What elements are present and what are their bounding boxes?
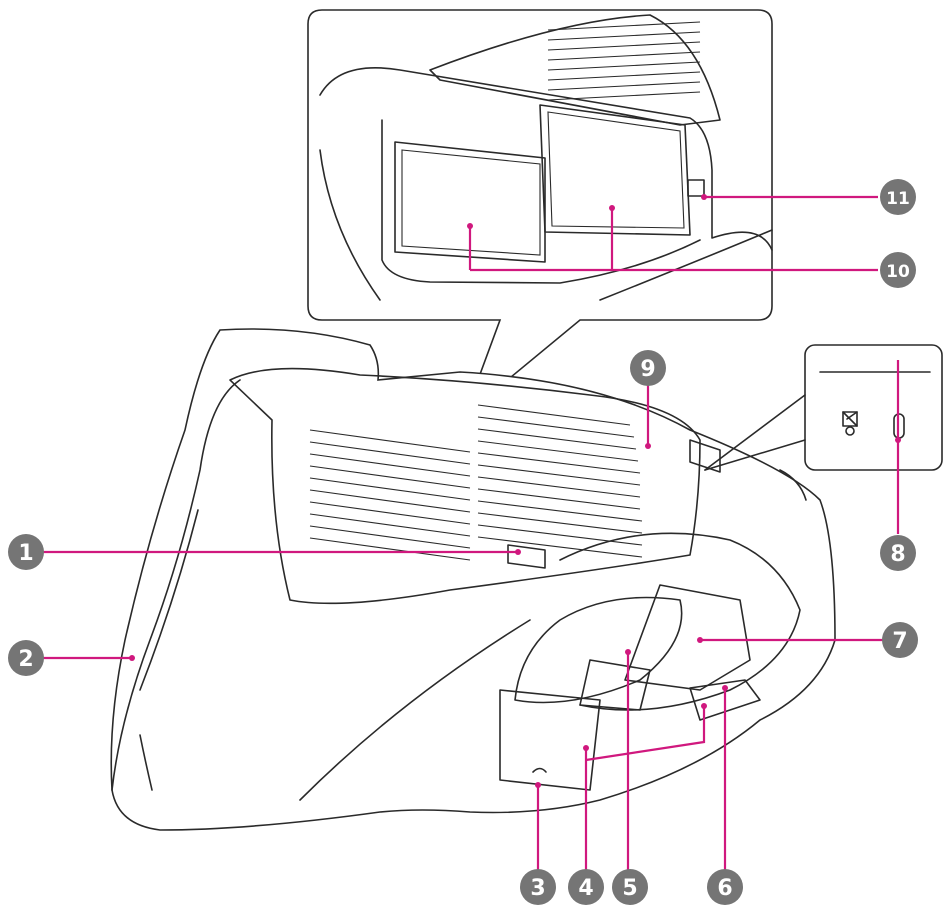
security-lock-icon bbox=[842, 411, 858, 436]
callout-label: 5 bbox=[622, 876, 637, 901]
callout-label: 10 bbox=[886, 262, 910, 282]
callout-4: 4 bbox=[568, 869, 604, 905]
callout-3: 3 bbox=[520, 869, 556, 905]
air-filter-inset bbox=[307, 9, 773, 418]
callout-label: 7 bbox=[892, 629, 907, 654]
callout-2: 2 bbox=[8, 640, 44, 676]
callout-7: 7 bbox=[882, 622, 918, 658]
callout-5: 5 bbox=[612, 869, 648, 905]
left-vent-grille bbox=[309, 429, 471, 561]
callout-label: 4 bbox=[578, 876, 593, 901]
callout-label: 6 bbox=[717, 876, 732, 901]
callout-9: 9 bbox=[630, 350, 666, 386]
callout-label: 9 bbox=[640, 357, 655, 382]
callout-label: 8 bbox=[890, 542, 905, 567]
callout-11: 11 bbox=[880, 179, 916, 215]
callout-label: 2 bbox=[18, 647, 33, 672]
callout-10: 10 bbox=[880, 252, 916, 288]
callout-label: 1 bbox=[18, 541, 33, 566]
callout-label: 3 bbox=[530, 876, 545, 901]
security-inset bbox=[704, 344, 943, 471]
leader-lines bbox=[30, 194, 901, 880]
callout-6: 6 bbox=[707, 869, 743, 905]
callout-1: 1 bbox=[8, 534, 44, 570]
callout-label: 11 bbox=[886, 189, 910, 209]
callout-8: 8 bbox=[880, 535, 916, 571]
projector-body bbox=[110, 328, 836, 831]
cover-vent-slots bbox=[547, 21, 701, 101]
right-vent-grille bbox=[477, 404, 643, 558]
